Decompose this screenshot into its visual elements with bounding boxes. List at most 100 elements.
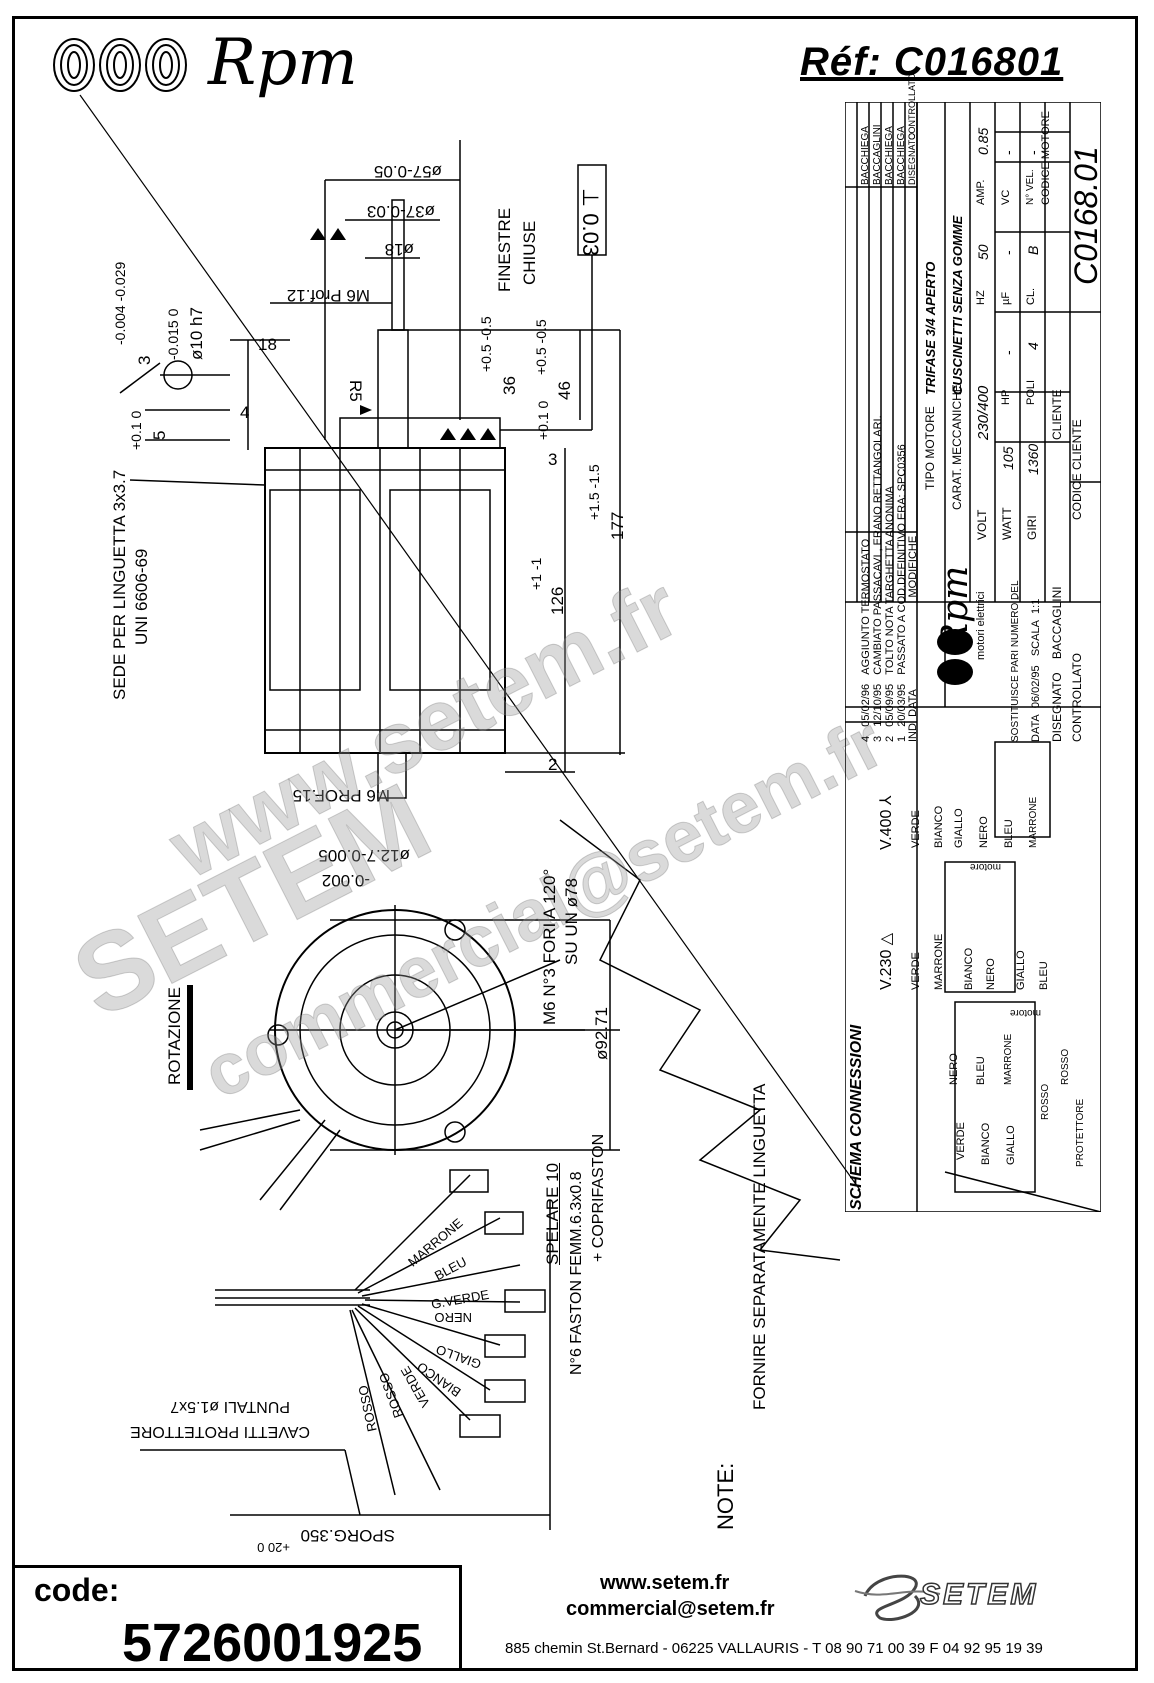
dim-0-1: +0.1 0: [535, 400, 551, 440]
rev-3-date: 12/10/95: [872, 683, 884, 727]
dim-3: 3: [548, 450, 557, 469]
keyway-note: SEDE PER LINGUETTA 3x3.7: [110, 469, 129, 700]
sint-giallo: GIALLO: [1005, 1125, 1017, 1165]
note-label: NOTE:: [713, 1462, 738, 1530]
disegnato-label: DISEGNATO: [1050, 672, 1064, 742]
volt-label: VOLT: [975, 509, 989, 540]
rev-3-mod: CAMBIATO PASSACAVI , ERANO RETTANGOLARI.: [872, 415, 884, 675]
dim-d37: ø37-0.03: [367, 202, 435, 221]
s400-bianco: BIANCO: [933, 805, 945, 848]
schema-title: SCHEMA CONNESSIONI: [848, 1024, 865, 1210]
schema-motore-230: motore: [1009, 1007, 1041, 1018]
code-box: code: 5726001925: [12, 1565, 462, 1673]
hz-value: 50: [975, 244, 991, 260]
rev-2-row: 2 05/09/95 TOLTO NOTA TARGHETTA ANONIMA: [884, 486, 896, 742]
rev-4-row: 4 05/02/96 AGGIUNTO TERMOSTATO: [860, 539, 872, 742]
scala-label: SCALA: [1030, 620, 1042, 657]
title-block-brand: Rpm: [935, 565, 976, 650]
poli-value: 4: [1025, 342, 1041, 350]
rpm-sub: motori elettrici: [975, 591, 987, 660]
uf-value: -: [1000, 250, 1016, 255]
s230-bleu: BLEU: [1038, 961, 1050, 990]
s400-verde: VERDE: [910, 810, 922, 848]
rev-2-mod: TOLTO NOTA TARGHETTA ANONIMA: [884, 486, 896, 675]
dim-18: 18: [258, 335, 277, 354]
website-link[interactable]: www.setem.fr: [600, 1572, 730, 1594]
codice-cliente-label: CODICE CLIENTE: [1070, 419, 1084, 520]
dim-key-depth: 3: [135, 355, 154, 365]
rev-header-ctrl: CONTROLLATO: [907, 73, 917, 140]
amp-value: 0.85: [975, 127, 991, 155]
nvel-value: -: [1025, 150, 1041, 155]
rev-4-ind: 4: [860, 735, 872, 742]
rotation-label: ROTAZIONE: [165, 987, 184, 1085]
watt-label: WATT: [1000, 507, 1014, 540]
sint-bianco: BIANCO: [980, 1122, 992, 1165]
rpm-logo-icon: [53, 38, 187, 92]
dim-36-tol: +0.5 -0.5: [478, 316, 494, 372]
rev-1-dis: BACCHIEGA: [896, 126, 907, 185]
email-link[interactable]: commercial@setem.fr: [566, 1598, 775, 1620]
uni-note: UNI 6606-69: [132, 548, 151, 645]
s400-nero: NERO: [978, 816, 990, 848]
dim-126-tol: +1 -1: [528, 557, 544, 590]
rev-4-date: 05/02/96: [860, 683, 872, 727]
dim-177-tol: +1.5 -1.5: [586, 464, 602, 520]
vc-label: VC: [1000, 189, 1012, 205]
poli-label: POLI: [1025, 379, 1037, 405]
s230-giallo: GIALLO: [1015, 950, 1027, 990]
schema-protettore: PROTETTORE: [1075, 1098, 1086, 1167]
drawing-frame: [12, 16, 1138, 1671]
sint-marrone: MARRONE: [1003, 1033, 1014, 1085]
nvel-label: N° VEL.: [1025, 169, 1036, 205]
dim-d92-71: ø92.71: [592, 1007, 611, 1060]
chiuse-note: CHIUSE: [520, 220, 539, 285]
dim-key-5-tol: +0.1 0: [128, 410, 144, 450]
volt-value: 230/400: [975, 385, 992, 440]
cavetti-note: CAVETTI PROTETTORE: [130, 1423, 310, 1440]
dim-key-5: 5: [150, 430, 169, 440]
dim-4: 4: [240, 403, 249, 422]
wire-label-nero: NERO: [434, 1310, 472, 1325]
holes-on-note: SU UN ø78: [562, 878, 581, 965]
sostituisce-label: SOSTITUISCE PARI NUMERO DEL: [1010, 580, 1021, 742]
coprifaston-note: + COPRIFASTON: [590, 1133, 607, 1262]
rev-header-data: DATA: [907, 689, 919, 717]
holes-note: M6 N°3 FORI A 120°: [540, 868, 559, 1025]
sint-rosso-2: ROSSO: [1060, 1048, 1071, 1085]
data-row: DATA 06/02/95 SCALA 1:1: [1030, 599, 1042, 742]
dim-m6-prof15: M6 PROF.15: [293, 786, 390, 805]
dim-r5: R5: [346, 380, 365, 402]
carat: CUSCINETTI SENZA GOMME: [950, 215, 965, 395]
brand-name: Rpm: [208, 26, 358, 100]
fornire-note: FORNIRE SEPARATAMENTE LINGUETTA: [750, 1083, 769, 1411]
sint-rosso-1: ROSSO: [1040, 1083, 1051, 1120]
rev-2-ind: 2: [884, 735, 896, 742]
rev-2-date: 05/09/95: [884, 683, 896, 727]
rev-2-dis: BACCHIEGA: [884, 126, 895, 185]
sint-nero: NERO: [948, 1053, 960, 1085]
dim-126: 126: [548, 586, 567, 615]
rev-header-dis: DISEGNATO: [907, 132, 917, 185]
sporg-note: SPORG.350: [300, 1526, 396, 1545]
sostituisce-value: -: [1010, 596, 1024, 600]
codice-motore: C0168.01: [1068, 146, 1104, 285]
dim-d57: ø57-0.05: [374, 162, 442, 181]
setem-logo-icon: [854, 1574, 941, 1621]
scala-value: 1:1: [1030, 598, 1042, 614]
data-label: DATA: [1030, 714, 1042, 742]
setem-wordmark: SETEM: [919, 1577, 1039, 1612]
spelare-note: SPELARE 10: [543, 1162, 562, 1265]
dim-key-tol: -0.004 -0.029: [112, 261, 128, 345]
giri-value: 1360: [1025, 443, 1041, 475]
rev-3-ind: 3: [872, 735, 884, 742]
rev-3-row: 3 12/10/95 CAMBIATO PASSACAVI , ERANO RE…: [872, 415, 884, 742]
hp-value: -: [1000, 350, 1016, 355]
hp-label: HP: [1000, 389, 1012, 405]
rev-header: IND DATA MODIFICHE: [907, 536, 919, 742]
rev-header-ind: IND: [907, 723, 919, 742]
schema-v230: V.230 △: [878, 932, 895, 990]
cl-label: CL.: [1025, 287, 1037, 305]
sint-bleu: BLEU: [975, 1056, 987, 1085]
